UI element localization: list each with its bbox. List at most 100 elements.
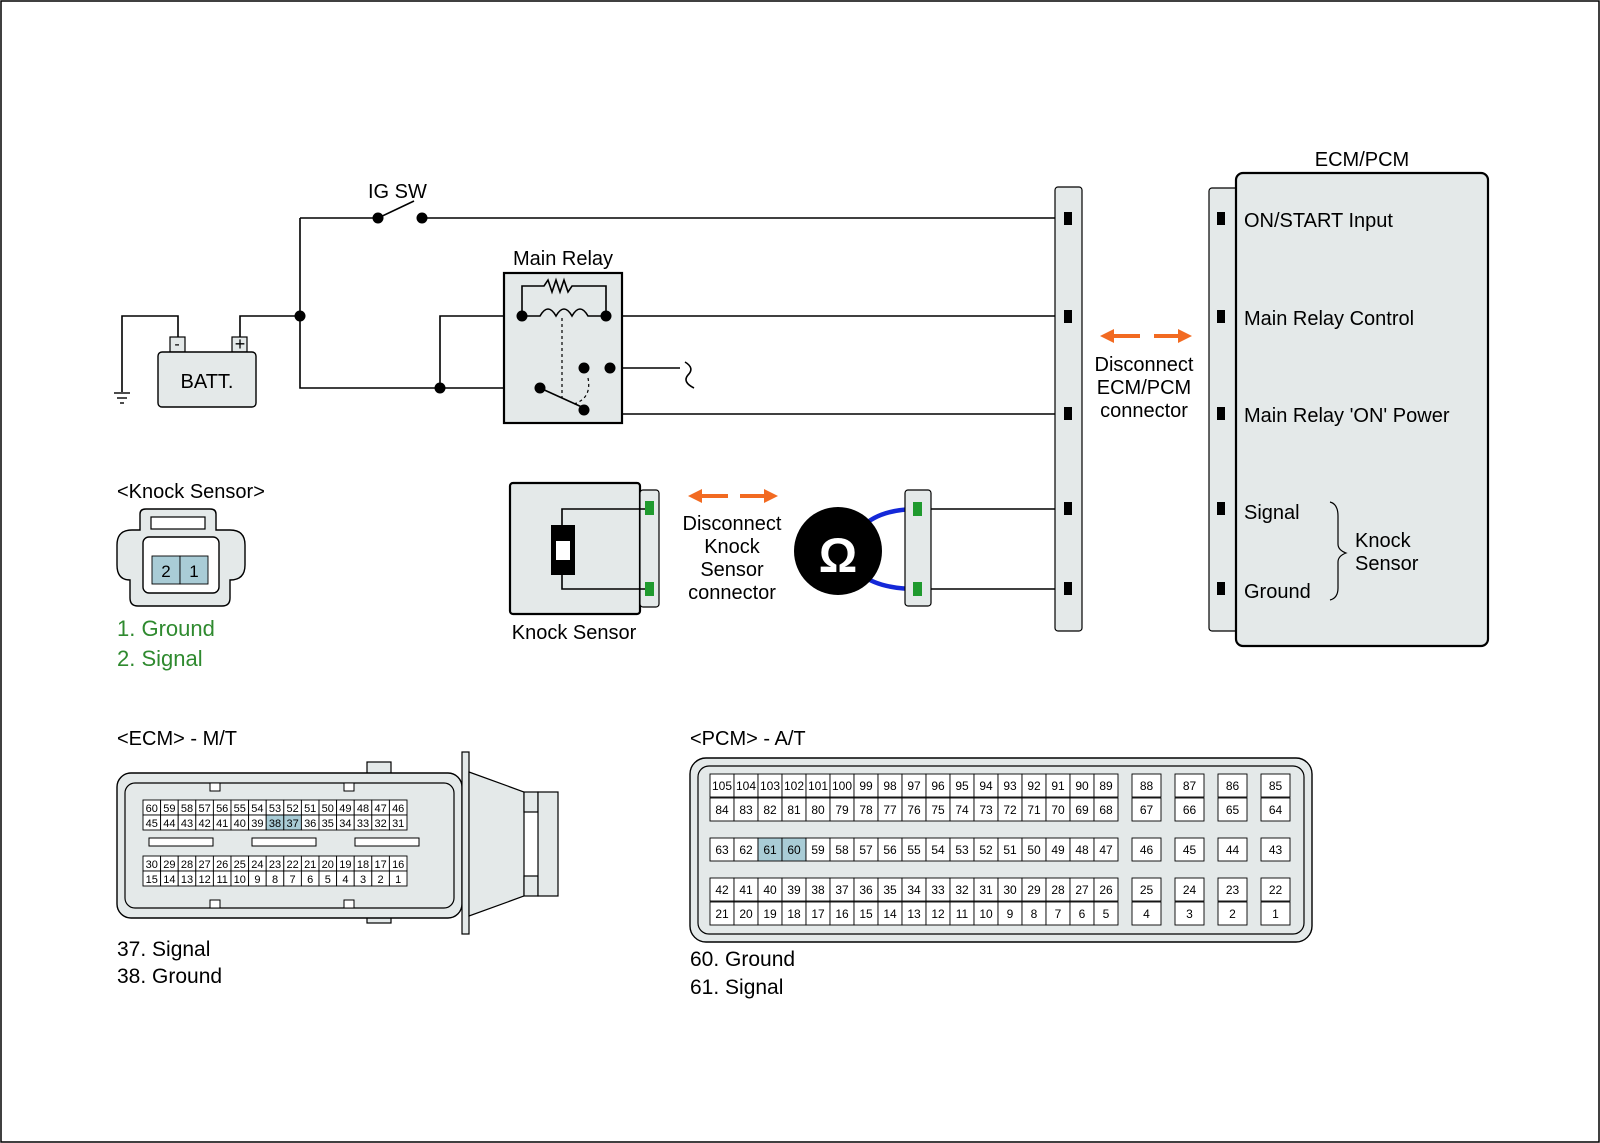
pin-number-label: 34 (907, 883, 921, 897)
pin-number-label: 8 (1031, 907, 1038, 921)
harness-connector[interactable] (1054, 186, 1083, 632)
connector-pin-18: 18 (781, 901, 807, 926)
battery-minus-label: - (174, 336, 179, 353)
pin-number-label: 59 (811, 843, 825, 857)
pin-number-label: 25 (1140, 883, 1154, 897)
connector-pin-87: 87 (1174, 773, 1205, 798)
pin-number-label: 60 (146, 803, 158, 815)
connector-pin-16: 16 (829, 901, 855, 926)
connector-pin-47: 47 (371, 799, 390, 816)
connector-pin-36: 36 (853, 877, 879, 902)
pin-number-label: 80 (811, 803, 825, 817)
pin-number-label: 26 (1099, 883, 1113, 897)
pin-number-label: 1 (1272, 907, 1279, 921)
connector-pin-45: 45 (1174, 837, 1205, 862)
main-relay-label: Main Relay (513, 248, 613, 270)
pin-number-label: 49 (339, 803, 351, 815)
pin-number-label: 18 (357, 859, 369, 871)
connector-pin-41: 41 (212, 814, 232, 831)
pin-number-label: 29 (1027, 883, 1041, 897)
connector-pin-19: 19 (757, 901, 783, 926)
connector-pin-50: 50 (318, 799, 338, 816)
ig-switch[interactable] (372, 200, 428, 224)
terminal-main-relay-control: Main Relay Control (1244, 308, 1414, 330)
pin-number-label: 28 (181, 859, 193, 871)
disconnect-knock-arrow (688, 489, 778, 503)
connector-pin-44: 44 (160, 814, 179, 831)
connector-pin-84: 84 (709, 797, 735, 822)
pin-number-label: 87 (1183, 779, 1197, 793)
pin-number-label: 70 (1051, 803, 1065, 817)
connector-pin-55: 55 (901, 837, 927, 862)
connector-pin-48: 48 (353, 799, 373, 816)
pin-number-label: 26 (216, 859, 228, 871)
connector-pin-91: 91 (1045, 773, 1071, 798)
pin-number-label: 67 (1140, 803, 1154, 817)
connector-pin-8: 8 (265, 870, 285, 887)
connector-pin-32: 32 (949, 877, 975, 902)
connector-pin-94: 94 (973, 773, 999, 798)
connector-pin-95: 95 (949, 773, 975, 798)
connector-pin-49: 49 (336, 799, 355, 816)
connector-pin-45: 45 (142, 814, 162, 831)
pin-number-label: 54 (931, 843, 945, 857)
pin-number-label: 1 (395, 874, 401, 886)
connector-pin-54: 54 (925, 837, 951, 862)
pin-number-label: 4 (1143, 907, 1150, 921)
pin-number-label: 39 (787, 883, 801, 897)
connector-pin-18: 18 (353, 855, 373, 872)
pin-number-label: 35 (883, 883, 897, 897)
connector-pin-6: 6 (1069, 901, 1095, 926)
pin-number-label: 52 (286, 803, 298, 815)
connector-pin-85: 85 (1260, 773, 1291, 798)
connector-pin-60: 60 (142, 799, 162, 816)
pin-number-label: 17 (374, 859, 386, 871)
pin-number-label: 102 (784, 779, 804, 793)
connector-pin-39: 39 (248, 814, 267, 831)
pin-number-label: 17 (811, 907, 825, 921)
knock-group-label-2: Sensor (1355, 553, 1419, 575)
pin-number-label: 84 (715, 803, 729, 817)
knock-connector-face (116, 508, 246, 607)
pin-number-label: 18 (787, 907, 801, 921)
pin-number-label: 45 (1183, 843, 1197, 857)
knock-sensor[interactable] (508, 481, 660, 616)
pin-number-label: 61 (763, 843, 777, 857)
connector-pin-9: 9 (248, 870, 267, 887)
battery[interactable] (157, 336, 257, 408)
pin-number-label: 38 (269, 818, 281, 830)
pin-number-label: 88 (1140, 779, 1154, 793)
connector-pin-9: 9 (997, 901, 1023, 926)
pin-number-label: 91 (1051, 779, 1065, 793)
connector-pin-37: 37 (283, 814, 302, 831)
connector-pin-1: 1 (388, 870, 408, 887)
connector-pin-8: 8 (1021, 901, 1047, 926)
pin-number-label: 15 (859, 907, 873, 921)
connector-pin-89: 89 (1093, 773, 1119, 798)
connector-pin-3: 3 (353, 870, 373, 887)
connector-pin-29: 29 (160, 855, 179, 872)
knock-legend-ground: 1. Ground (117, 616, 215, 641)
disconnect-ecm-text-3: connector (1100, 400, 1188, 422)
pin-number-label: 63 (715, 843, 729, 857)
connector-pin-47: 47 (1093, 837, 1119, 862)
pin-number-label: 19 (763, 907, 777, 921)
pin-number-label: 66 (1183, 803, 1197, 817)
pin-number-label: 86 (1226, 779, 1240, 793)
connector-pin-64: 64 (1260, 797, 1291, 822)
pcm-legend-signal: 61. Signal (690, 976, 783, 999)
connector-pin-4: 4 (1131, 901, 1162, 926)
pin-number-label: 51 (1003, 843, 1017, 857)
connector-pin-6: 6 (300, 870, 320, 887)
pin-number-label: 21 (304, 859, 316, 871)
connector-pin-77: 77 (877, 797, 903, 822)
pin-number-label: 75 (931, 803, 945, 817)
pin-number-label: 3 (1186, 907, 1193, 921)
pin-number-label: 30 (1003, 883, 1017, 897)
ecm-pcm-module[interactable] (1208, 171, 1490, 648)
knock-harness-connector[interactable] (904, 489, 932, 607)
main-relay[interactable] (502, 271, 624, 425)
pin-number-label: 16 (835, 907, 849, 921)
